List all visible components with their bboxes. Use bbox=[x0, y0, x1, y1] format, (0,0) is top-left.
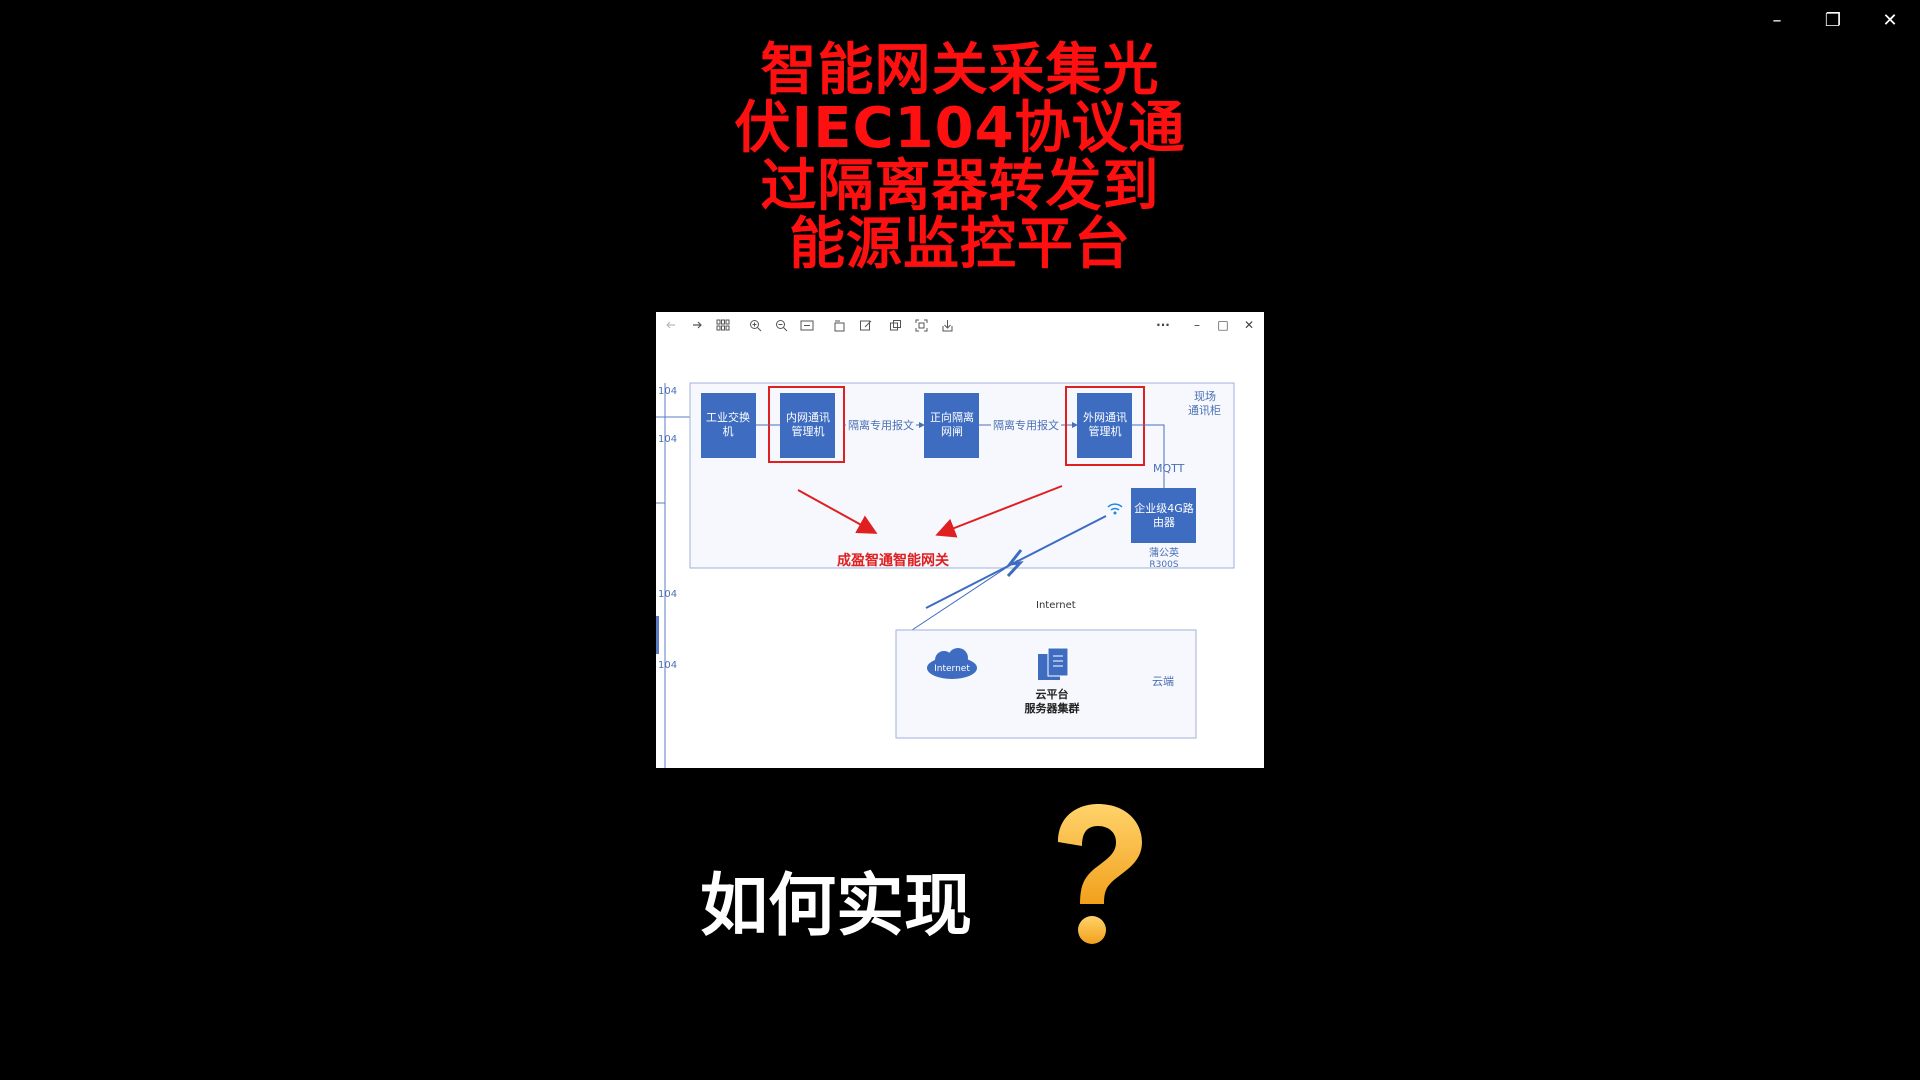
cloud-label: 云端 bbox=[1152, 675, 1174, 688]
viewer-maximize-button[interactable]: □ bbox=[1217, 318, 1229, 332]
question-mark-icon bbox=[1058, 804, 1142, 944]
platform-label: 云平台 bbox=[1036, 687, 1069, 701]
title-line: 伏IEC104协议通 bbox=[734, 96, 1186, 161]
bus-connector bbox=[656, 616, 659, 654]
forward-icon[interactable] bbox=[686, 314, 708, 336]
wifi-icon bbox=[1107, 503, 1123, 515]
site-cabinet-label: 现场 bbox=[1194, 389, 1216, 403]
wireless-link bbox=[905, 559, 1019, 635]
inner-comm-manager-block bbox=[780, 393, 835, 458]
image-viewer: ··· – □ ✕ 104 104 104 104 现场 通讯柜 工业交换 机 … bbox=[656, 312, 1264, 768]
highlight-box bbox=[1065, 386, 1145, 466]
zoom-in-icon[interactable] bbox=[744, 314, 766, 336]
outer-comm-manager-label: 外网通讯 bbox=[1083, 411, 1127, 424]
gateway-label: 成盈智通智能网关 bbox=[837, 552, 949, 569]
viewer-toolbar: ··· – □ ✕ bbox=[656, 312, 1264, 338]
lightning-icon bbox=[1006, 549, 1024, 578]
scan-icon[interactable] bbox=[910, 314, 932, 336]
message-label: 隔离专用报文 bbox=[848, 418, 914, 432]
viewer-close-button[interactable]: ✕ bbox=[1243, 318, 1255, 332]
video-title: 智能网关采集光 伏IEC104协议通 过隔离器转发到 能源监控平台 bbox=[660, 42, 1260, 274]
mqtt-link bbox=[1132, 424, 1165, 488]
cloud-container bbox=[895, 629, 1197, 739]
save-icon[interactable] bbox=[936, 314, 958, 336]
more-button[interactable]: ··· bbox=[1156, 318, 1170, 332]
outer-comm-manager-block bbox=[1077, 393, 1132, 458]
outer-comm-manager-label: 管理机 bbox=[1089, 424, 1122, 438]
label-104: 104 bbox=[658, 660, 677, 671]
edit-icon[interactable] bbox=[854, 314, 876, 336]
fit-icon[interactable] bbox=[796, 314, 818, 336]
isolation-gate-label: 正向隔离 bbox=[930, 410, 974, 424]
message-label: 隔离专用报文 bbox=[993, 418, 1059, 432]
rotate-icon[interactable] bbox=[828, 314, 850, 336]
internet-link-label: Internet bbox=[1036, 600, 1076, 611]
router-label: 由器 bbox=[1153, 515, 1175, 529]
label-bg bbox=[846, 418, 916, 432]
title-line: 智能网关采集光 bbox=[760, 38, 1160, 103]
viewer-minimize-button[interactable]: – bbox=[1194, 318, 1200, 332]
question-caption: 如何实现 bbox=[700, 867, 973, 946]
site-cabinet-label: 通讯柜 bbox=[1188, 404, 1221, 417]
isolation-gate-label: 网闸 bbox=[941, 425, 963, 438]
back-icon[interactable] bbox=[660, 314, 682, 336]
inner-comm-manager-label: 管理机 bbox=[792, 424, 825, 438]
router-model-label: R300S bbox=[1149, 560, 1178, 570]
copy-icon[interactable] bbox=[884, 314, 906, 336]
label-104: 104 bbox=[658, 434, 677, 445]
pointer-arrow bbox=[935, 485, 1063, 538]
industrial-switch-block bbox=[701, 393, 756, 458]
grid-icon[interactable] bbox=[712, 314, 734, 336]
router-brand-label: 蒲公英 bbox=[1149, 546, 1179, 559]
server-icon bbox=[1038, 647, 1069, 680]
internet-cloud-icon bbox=[927, 648, 977, 679]
router-block bbox=[1131, 488, 1196, 543]
cloud-internet-label: Internet bbox=[934, 664, 970, 674]
industrial-switch-label: 机 bbox=[723, 424, 734, 438]
industrial-switch-label: 工业交换 bbox=[706, 410, 750, 424]
close-button[interactable]: ✕ bbox=[1882, 9, 1898, 31]
isolation-gate-block bbox=[924, 393, 979, 458]
network-diagram: 104 104 104 104 现场 通讯柜 工业交换 机 内网通讯 管理机 隔… bbox=[656, 382, 1235, 768]
label-104: 104 bbox=[658, 589, 677, 600]
title-line: 能源监控平台 bbox=[789, 212, 1131, 277]
restore-button[interactable]: ❐ bbox=[1824, 9, 1842, 31]
minimize-button[interactable]: – bbox=[1772, 9, 1782, 31]
pointer-arrow bbox=[797, 489, 878, 534]
inner-comm-manager-label: 内网通讯 bbox=[786, 410, 830, 424]
router-label: 企业级4G路 bbox=[1134, 501, 1194, 515]
mqtt-label: MQTT bbox=[1153, 462, 1185, 475]
zoom-out-icon[interactable] bbox=[770, 314, 792, 336]
platform-label: 服务器集群 bbox=[1025, 701, 1080, 715]
label-104: 104 bbox=[658, 386, 677, 397]
label-bg bbox=[991, 418, 1061, 432]
title-line: 过隔离器转发到 bbox=[760, 154, 1160, 219]
